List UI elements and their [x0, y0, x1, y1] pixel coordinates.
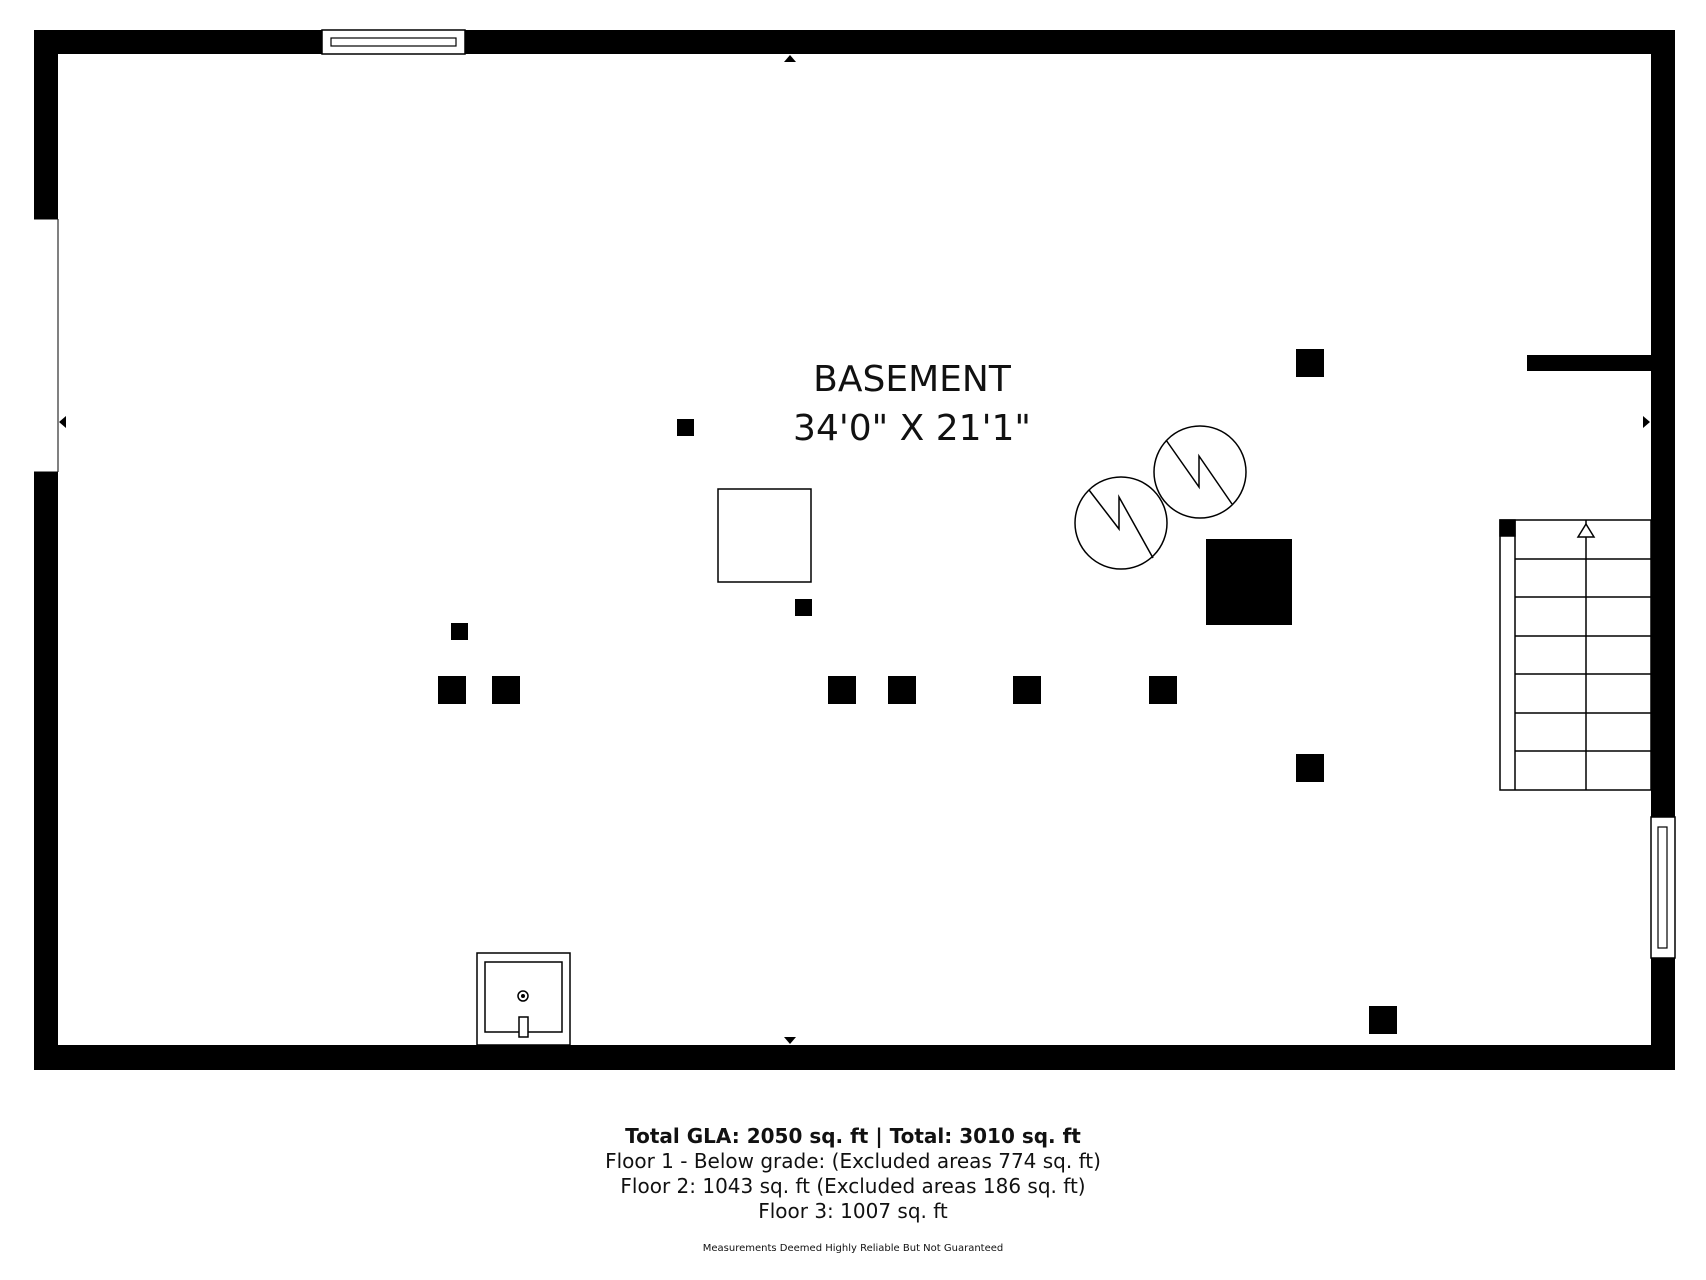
marker-right — [1643, 416, 1650, 428]
dimension-markers — [59, 55, 1650, 1044]
marker-bottom — [784, 1037, 796, 1044]
room-dimensions: 34'0" X 21'1" — [793, 408, 1031, 449]
post — [1149, 676, 1177, 704]
wall-top — [34, 30, 1675, 54]
utility-sink — [476, 952, 571, 1046]
post — [451, 623, 468, 640]
faucet-icon — [518, 1016, 529, 1038]
wall-left-lower — [34, 472, 58, 1070]
water-heater-1 — [1074, 476, 1168, 570]
disclaimer: Measurements Deemed Highly Reliable But … — [702, 1243, 1004, 1254]
window-right — [1650, 816, 1676, 959]
stairs — [1499, 519, 1652, 791]
left-opening — [34, 218, 59, 473]
wall-right-lower — [1651, 958, 1675, 1070]
post — [1296, 349, 1324, 377]
post — [1013, 676, 1041, 704]
post — [795, 599, 812, 616]
stairs-arrow-icon — [1576, 522, 1596, 538]
walls — [34, 30, 1675, 1070]
floor1-area-line: Floor 1 - Below grade: (Excluded areas 7… — [605, 1149, 1101, 1173]
window-top — [321, 29, 466, 55]
floor3-area-line: Floor 3: 1007 sq. ft — [758, 1199, 948, 1223]
area-summary: Total GLA: 2050 sq. ft | Total: 3010 sq.… — [0, 1124, 1706, 1224]
open-square-fixture — [717, 488, 812, 583]
post — [1296, 754, 1324, 782]
partition-wall-right — [1527, 355, 1657, 371]
wall-bottom — [34, 1045, 1675, 1070]
floor2-area-line: Floor 2: 1043 sq. ft (Excluded areas 186… — [620, 1174, 1086, 1198]
total-area-line: Total GLA: 2050 sq. ft | Total: 3010 sq.… — [625, 1124, 1081, 1148]
support-posts — [438, 349, 1397, 1034]
room-name: BASEMENT — [813, 359, 1012, 400]
post — [1369, 1006, 1397, 1034]
water-heater-2 — [1153, 425, 1247, 519]
post — [828, 676, 856, 704]
post — [677, 419, 694, 436]
post — [888, 676, 916, 704]
post — [438, 676, 466, 704]
wall-right-upper — [1651, 30, 1675, 817]
post — [492, 676, 520, 704]
wall-left-upper — [34, 30, 58, 219]
furnace — [1206, 539, 1292, 625]
floor-plan: BASEMENT 34'0" X 21'1" — [34, 29, 1676, 1070]
marker-left — [59, 416, 66, 428]
marker-top — [784, 55, 796, 62]
